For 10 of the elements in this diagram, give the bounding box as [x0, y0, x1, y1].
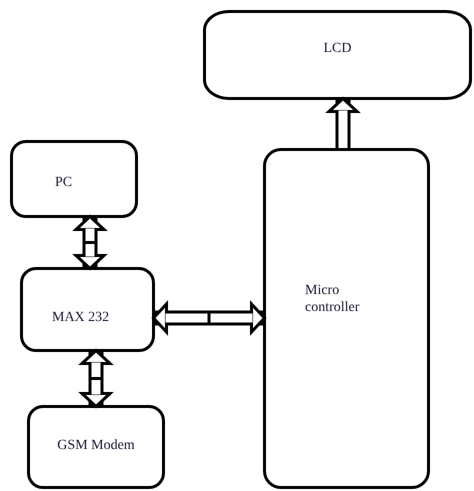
block-box	[10, 140, 138, 218]
block-label: LCD	[322, 40, 352, 57]
block-label: MAX 232	[52, 309, 110, 326]
block-box	[20, 267, 155, 352]
block-box	[27, 405, 165, 489]
block-label: PC	[55, 174, 74, 191]
block-label: Micro controller	[305, 282, 360, 316]
block-box	[263, 148, 430, 489]
block-box	[203, 10, 472, 100]
block-label: GSM Modem	[56, 437, 136, 454]
